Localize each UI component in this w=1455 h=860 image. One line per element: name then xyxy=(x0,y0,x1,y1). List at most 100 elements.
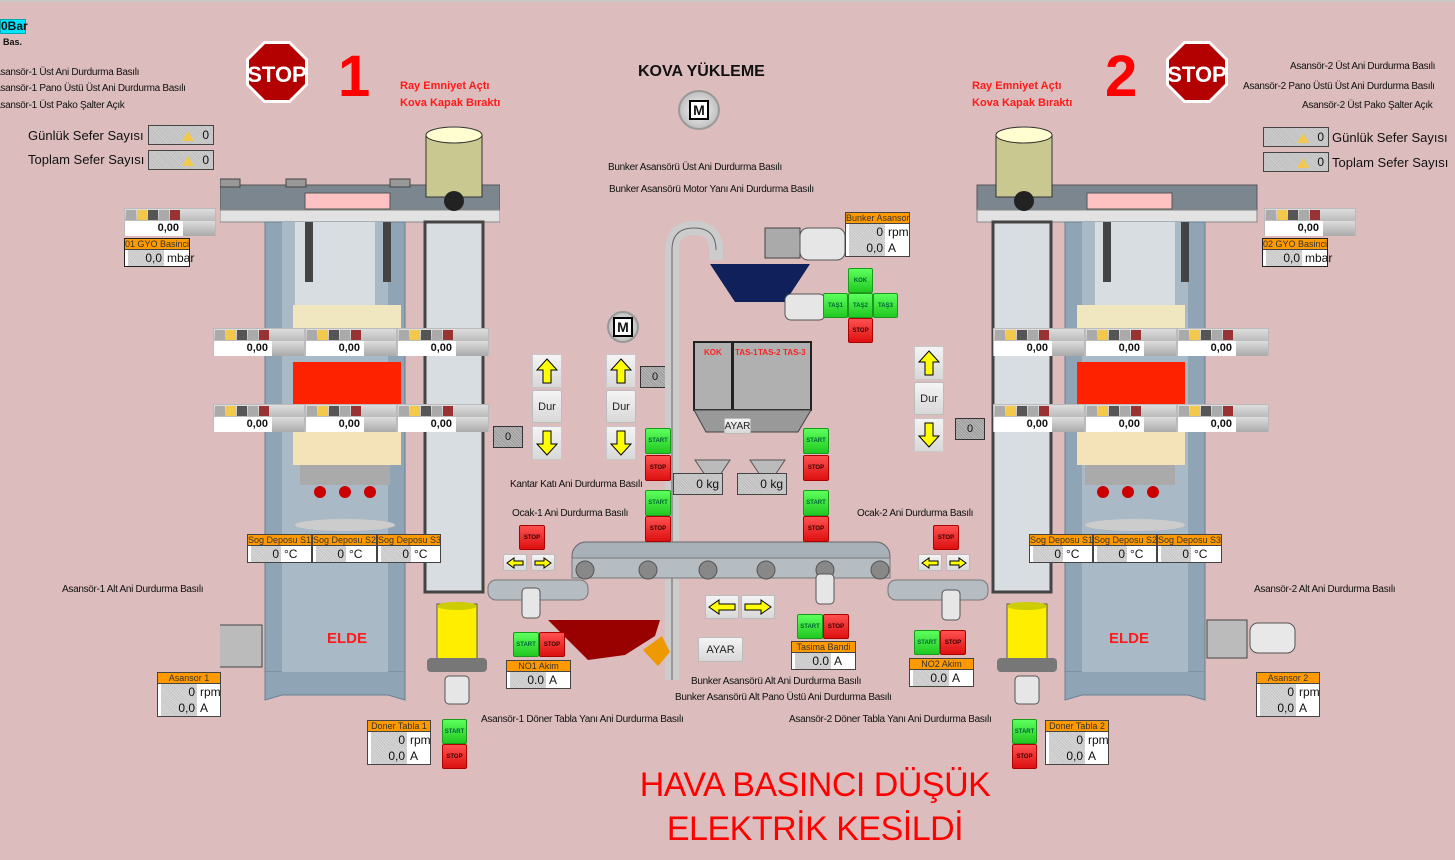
elevator1-stop-dur-button[interactable]: Dur xyxy=(532,390,562,423)
feeder-3-stop-button[interactable]: STOP xyxy=(803,455,829,481)
conveyor-2-right-button[interactable] xyxy=(946,554,970,571)
no2-start-button[interactable]: START xyxy=(914,630,940,655)
arrow-right-icon xyxy=(949,556,967,569)
arrow-down-icon xyxy=(536,430,558,456)
level-widget: 0,00 xyxy=(1177,404,1269,432)
manual-mode-button[interactable]: M xyxy=(678,90,720,130)
bunker-down-button[interactable] xyxy=(606,426,636,460)
level-widget: 0,00 xyxy=(397,328,489,356)
no2-stop-button[interactable]: STOP xyxy=(940,630,966,655)
level-widget: 0,00 xyxy=(305,328,397,356)
svg-text:STOP: STOP xyxy=(1167,62,1227,87)
stop-sign-icon: STOP xyxy=(246,41,308,103)
manual-mode-button-2[interactable]: M xyxy=(607,311,639,343)
elevator1-graphic xyxy=(220,178,500,701)
conveyor-1-right-button[interactable] xyxy=(531,554,555,571)
feeder-2-start-button[interactable]: START xyxy=(645,490,671,516)
bunker-ayar-button[interactable]: AYAR xyxy=(698,637,743,662)
feeder-1-stop-button[interactable]: STOP xyxy=(645,455,671,481)
alarm-text: Asansör-2 Döner Tabla Yanı Ani Durdurma … xyxy=(789,714,992,725)
total-trips-counter: 0 xyxy=(148,150,214,170)
hopper-label: TAS-3 xyxy=(783,348,806,357)
main-conveyor-left-button[interactable] xyxy=(705,595,739,619)
arrow-down-icon xyxy=(610,430,632,456)
no1-start-button[interactable]: START xyxy=(513,632,539,657)
doner-tabla-1-stop-button[interactable]: STOP xyxy=(442,744,467,769)
elevator1-number: 1 xyxy=(338,44,371,109)
warning-icon xyxy=(182,155,195,166)
hopper-ayar-button[interactable]: AYAR xyxy=(724,418,751,434)
elevator1-up-button[interactable] xyxy=(532,354,562,388)
main-conveyor-right-button[interactable] xyxy=(741,595,775,619)
elevator1-level-row-2: 0,00 0,00 0,00 xyxy=(213,404,489,432)
page-title: KOVA YÜKLEME xyxy=(638,63,765,80)
elevator2-warning: Kova Kapak Bıraktı xyxy=(972,97,1073,109)
elevator1-warning: Ray Emniyet Açtı xyxy=(400,80,490,92)
furnace-2-stop-button[interactable]: STOP xyxy=(933,525,959,550)
select-tas3-button[interactable]: TAŞ3 xyxy=(873,293,898,318)
level-widget: 0,00 xyxy=(397,404,489,432)
select-stop-button[interactable]: STOP xyxy=(848,318,873,343)
alarm-text: Asansör-1 Pano Üstü Üst Ani Durdurma Bas… xyxy=(0,83,186,94)
kova-1-icon xyxy=(425,126,483,211)
feeder-2-stop-button[interactable]: STOP xyxy=(645,516,671,542)
alarm-text: Asansör-1 Üst Ani Durdurma Basılı xyxy=(0,67,140,78)
scale-1-value: 0 kg xyxy=(673,473,723,495)
main-alarm-line-2: ELEKTRİK KESİLDİ xyxy=(666,810,964,848)
alarm-text: Asansör-2 Alt Ani Durdurma Basılı xyxy=(1254,584,1396,595)
hopper-label: TAS-1 xyxy=(735,348,758,357)
bunker-stop-dur-button[interactable]: Dur xyxy=(606,390,636,423)
feeder-4-stop-button[interactable]: STOP xyxy=(803,516,829,542)
elevator1-down-button[interactable] xyxy=(532,426,562,460)
alarm-text: Ocak-2 Ani Durdurma Basılı xyxy=(857,508,974,519)
belt-stop-button[interactable]: STOP xyxy=(823,614,849,639)
belt-start-button[interactable]: START xyxy=(797,614,823,639)
select-kok-button[interactable]: KOK xyxy=(848,268,873,293)
bunker-up-button[interactable] xyxy=(606,354,636,388)
feeder-1-start-button[interactable]: START xyxy=(645,428,671,454)
elevator2-down-button[interactable] xyxy=(914,418,944,452)
elevator1-position-gauge: 0 xyxy=(493,426,523,448)
doner-tabla-1-start-button[interactable]: START xyxy=(442,719,467,744)
total-trips-label: Toplam Sefer Sayısı xyxy=(28,152,145,167)
elevator2-top-level-widget: 0,00 xyxy=(1264,208,1356,236)
svg-text:STOP: STOP xyxy=(247,62,307,87)
doner-tabla-2-start-button[interactable]: START xyxy=(1012,719,1037,744)
no1-stop-button[interactable]: STOP xyxy=(539,632,565,657)
select-tas2-button[interactable]: TAŞ2 xyxy=(848,293,873,318)
elevator2-stop-button[interactable]: STOP xyxy=(1165,40,1229,109)
air-pressure-sub: Bas. xyxy=(3,37,23,47)
alarm-text: Asansör-2 Pano Üstü Üst Ani Durdurma Bas… xyxy=(1243,81,1435,92)
daily-trips-counter-2: 0 xyxy=(1263,127,1329,147)
select-tas1-button[interactable]: TAŞ1 xyxy=(823,293,848,318)
alarm-text: Asansör-1 Döner Tabla Yanı Ani Durdurma … xyxy=(481,714,684,725)
feeder-3-start-button[interactable]: START xyxy=(803,428,829,454)
conveyor-1-left-button[interactable] xyxy=(503,554,527,571)
elevator2-up-button[interactable] xyxy=(914,346,944,380)
elevator1-stop-button[interactable]: STOP xyxy=(245,40,309,109)
elevator2-stop-dur-button[interactable]: Dur xyxy=(914,382,944,415)
doner-tabla-2-stop-button[interactable]: STOP xyxy=(1012,744,1037,769)
conveyor-2-left-button[interactable] xyxy=(918,554,942,571)
elevator1-level-row-1: 0,00 0,00 0,00 xyxy=(213,328,489,356)
furnace-1-stop-button[interactable]: STOP xyxy=(519,525,545,550)
feeder-4-start-button[interactable]: START xyxy=(803,490,829,516)
arrow-up-icon xyxy=(918,350,940,376)
alarm-text: Bunker Asansörü Motor Yanı Ani Durdurma … xyxy=(609,184,814,195)
level-widget: 0,00 xyxy=(213,404,305,432)
arrow-left-icon xyxy=(921,556,939,569)
arrow-left-icon xyxy=(506,556,524,569)
doner-tabla-1-graphic xyxy=(427,602,487,705)
level-widget: 0,00 xyxy=(1177,328,1269,356)
